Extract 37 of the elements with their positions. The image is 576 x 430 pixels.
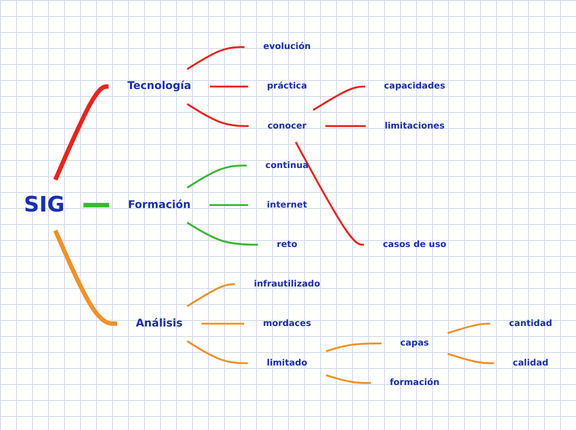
- connector: [186, 222, 258, 246]
- node-text: reto: [276, 239, 298, 250]
- connector: [294, 142, 364, 246]
- node-text: internet: [266, 200, 308, 210]
- node-text: formación: [390, 378, 440, 388]
- node-text: limitado: [266, 358, 308, 368]
- connector: [83, 202, 110, 208]
- connector: [447, 352, 494, 364]
- connector: [326, 342, 382, 352]
- node-text: Análisis: [136, 316, 183, 330]
- node-text: Formación: [128, 198, 191, 211]
- connector: [209, 204, 248, 206]
- node-text: cantidad: [509, 318, 552, 328]
- node-text: capacidades: [384, 81, 446, 92]
- connector: [186, 340, 248, 364]
- node-text: infrautilizado: [254, 278, 320, 289]
- node-text: casos de uso: [382, 239, 446, 250]
- connector: [186, 103, 249, 128]
- connector: [186, 164, 247, 188]
- connector: [186, 46, 244, 70]
- connector: [201, 322, 244, 325]
- node-text: limitaciones: [384, 120, 445, 131]
- connector: [186, 283, 236, 308]
- node-text: SIG: [24, 192, 65, 218]
- connector: [312, 86, 366, 111]
- node-text: calidad: [512, 358, 548, 368]
- node-text: continua: [265, 160, 309, 170]
- node-text: capas: [400, 338, 429, 348]
- connector: [325, 125, 366, 128]
- node-text: Tecnología: [127, 80, 192, 92]
- node-text: mordaces: [262, 318, 312, 328]
- node-text: evolución: [263, 42, 311, 52]
- node-text: conocer: [267, 120, 307, 131]
- connector: [326, 374, 371, 384]
- node-text: práctica: [266, 81, 308, 92]
- connector: [447, 322, 490, 334]
- connector: [210, 86, 248, 88]
